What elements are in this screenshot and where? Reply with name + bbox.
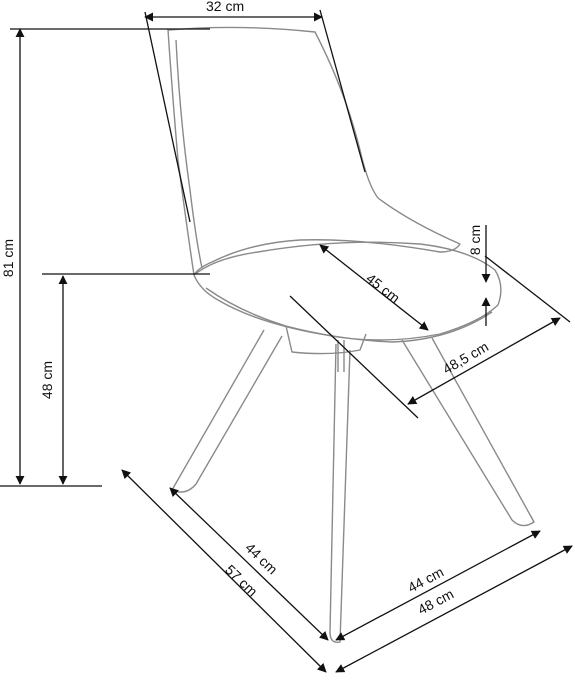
seat-height-label: 48 cm xyxy=(39,361,55,399)
dimension-labels: 32 cm 81 cm 48 cm 45 cm 8 cm 48,5 cm 44 … xyxy=(0,0,491,618)
leg-width-arrow xyxy=(335,530,541,641)
overall-width-arrow xyxy=(335,545,573,673)
top-width-ext-left xyxy=(144,11,191,223)
backrest-inner-edge xyxy=(175,39,203,269)
leg-depth-label: 44 cm xyxy=(242,539,281,577)
overall-depth-arrow xyxy=(121,469,327,673)
total-height-label: 81 cm xyxy=(0,239,16,277)
left-leg xyxy=(171,329,283,493)
backrest xyxy=(167,26,461,276)
leg-depth-arrow xyxy=(169,487,329,641)
seat-width-arrow xyxy=(407,317,561,405)
leg-stub xyxy=(337,340,345,372)
right-leg xyxy=(401,337,535,527)
cushion-thickness-label: 8 cm xyxy=(467,225,483,255)
seat-depth-arrow xyxy=(319,244,429,331)
leg-mount xyxy=(285,325,367,355)
chair-outline xyxy=(167,26,535,643)
seat-width-ext-right xyxy=(484,255,571,323)
top-width-ext-right xyxy=(319,9,366,173)
seat-cushion xyxy=(193,241,502,341)
seat-depth-label: 45 cm xyxy=(363,270,403,306)
top-width-label: 32 cm xyxy=(206,0,244,14)
front-leg xyxy=(329,343,351,643)
overall-depth-label: 57 cm xyxy=(222,561,261,599)
seat-width-ext-left xyxy=(289,295,419,419)
dimension-lines xyxy=(0,9,573,673)
